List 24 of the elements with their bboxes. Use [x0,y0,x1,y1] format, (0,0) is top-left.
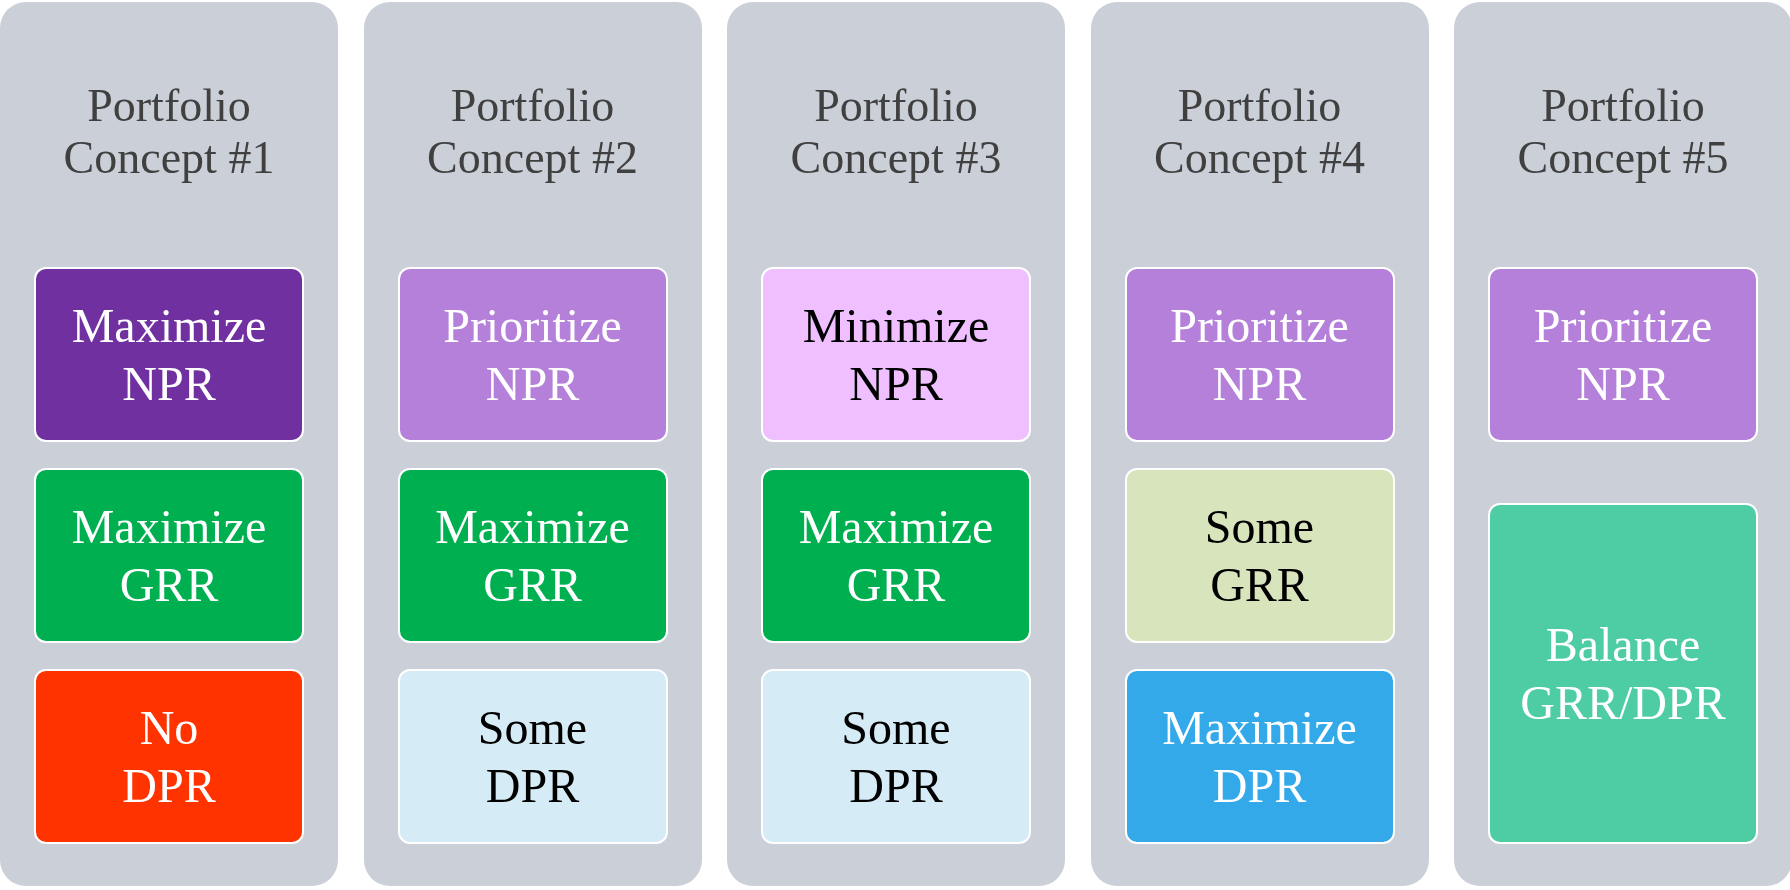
strategy-box: Maximize GRR [761,468,1031,643]
column-heading: Portfolio Concept #4 [1153,80,1366,184]
strategy-box: Maximize DPR [1124,669,1395,844]
strategy-box: Prioritize NPR [1488,267,1758,442]
strategy-box: Some DPR [761,669,1031,844]
strategy-box: Some GRR [1124,468,1395,643]
strategy-box: Maximize GRR [397,468,668,643]
strategy-box: Maximize NPR [34,267,304,442]
column-panel [727,2,1065,886]
strategy-box: Maximize GRR [34,468,304,643]
column-panel [0,2,338,886]
column-panel [363,2,702,886]
column-heading: Portfolio Concept #5 [1516,80,1730,184]
strategy-box: Minimize NPR [761,267,1031,442]
column-heading: Portfolio Concept #1 [62,80,276,184]
strategy-box: Balance GRR/DPR [1488,503,1758,844]
strategy-box: Prioritize NPR [1124,267,1395,442]
column-heading: Portfolio Concept #3 [789,80,1003,184]
strategy-box: Some DPR [397,669,668,844]
strategy-box: Prioritize NPR [397,267,668,442]
column-heading: Portfolio Concept #2 [426,80,639,184]
column-panel [1454,2,1790,886]
strategy-box: No DPR [34,669,304,844]
column-panel [1090,2,1429,886]
